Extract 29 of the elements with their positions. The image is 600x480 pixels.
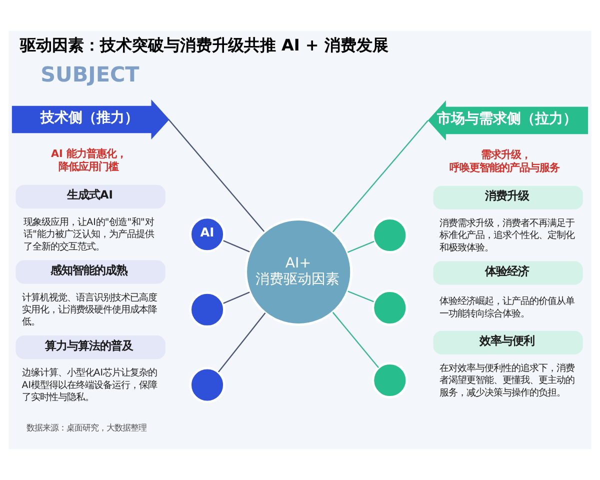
node-label: 计算机视觉、语言识别技术已高度实用化，让消费级硬件使用成本降低。 <box>22 292 157 328</box>
node-circle <box>189 366 226 404</box>
label: SUBJECT <box>40 62 140 86</box>
node-circle <box>372 362 408 398</box>
node-box: 消费升级 <box>433 186 583 210</box>
node-circle: AI+ 消费驱动因素 <box>244 218 352 326</box>
node-label: 需求升级，呼唤更智能的产品与服务 <box>450 148 560 174</box>
connector <box>168 119 265 232</box>
connector <box>348 290 374 302</box>
node-label: AI 能力普惠化，降低应用门槛 <box>50 148 126 174</box>
node-label: 在对效率与便利性的追求下，消费者渴望更智能、更懂我、更主动的服务，减少决策与操作的负担。 <box>439 362 574 398</box>
diagram-title: 驱动因素：技术突破与消费升级共推 AI + 消费发展 <box>20 35 388 54</box>
connector <box>218 312 266 372</box>
node-circle <box>189 292 226 328</box>
connector <box>223 240 250 252</box>
connector <box>332 120 428 232</box>
node-label: 边缘计算、小型化AI芯片让复杂的AI模型得以在终端设备运行，保障了实时性与隐私。 <box>22 368 158 404</box>
node-box: 体验经济 <box>433 261 583 285</box>
node-label: 体验经济崛起，让产品的价值从单一功能转向综合体验。 <box>439 296 574 320</box>
connector <box>223 292 250 304</box>
node-circle <box>372 217 408 254</box>
node-label: 消费需求升级，消费者不再满足于标准化产品，追求个性化、定制化和极致体验。 <box>439 218 574 254</box>
node-box: 效率与便利 <box>433 330 583 354</box>
label: 数据来源：桌面研究，大数据整理 <box>26 422 147 432</box>
node-circle: AI <box>189 216 226 252</box>
connector <box>347 240 374 253</box>
connector <box>332 312 379 368</box>
node-circle <box>372 290 408 326</box>
node-label: 现象级应用，让AI的"创造"和"对话"能力被广泛认知，为产品提供了全新的交互范式。 <box>24 216 154 252</box>
